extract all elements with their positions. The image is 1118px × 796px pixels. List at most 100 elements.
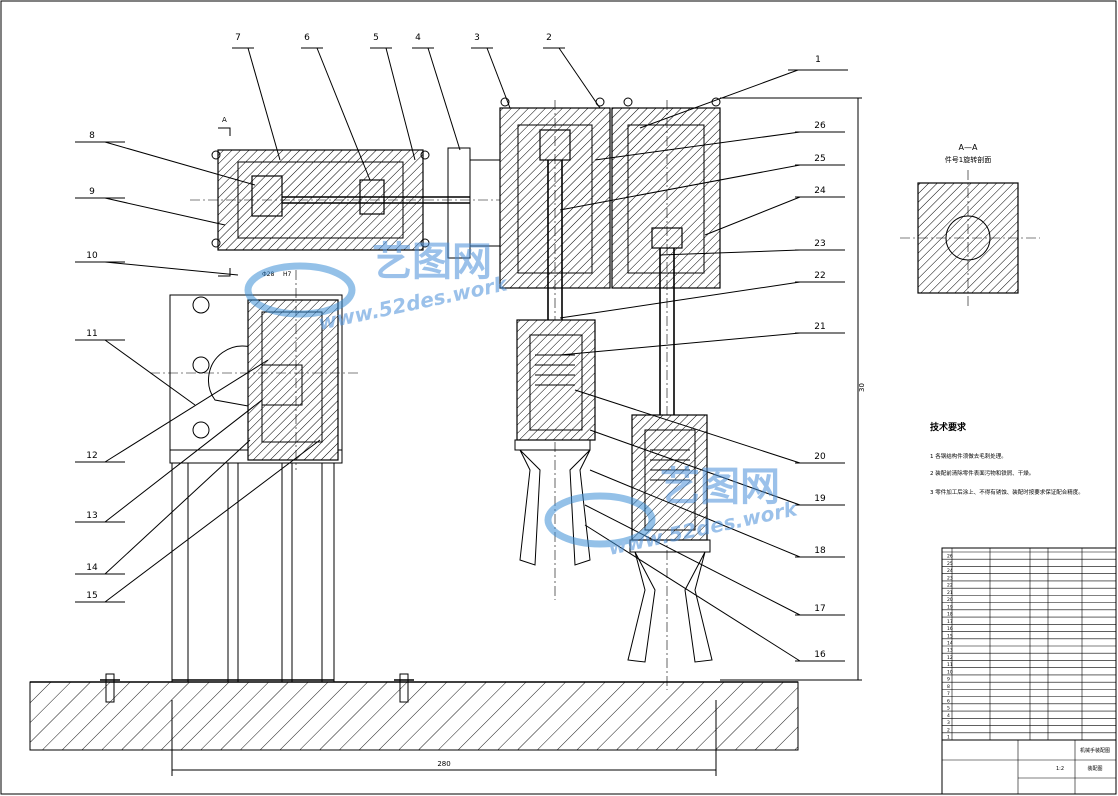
balloon-23: 23 [659, 239, 845, 256]
horizontal-cylinder [190, 147, 510, 259]
balloon-label-26: 26 [814, 121, 826, 131]
balloon-label-11: 11 [86, 329, 97, 339]
fit-h7-a: H7 [283, 271, 292, 278]
balloon-label-16: 16 [814, 650, 826, 660]
balloon-8: 8 [75, 131, 256, 186]
title-block-name: 机械手装配图 [1080, 747, 1110, 754]
title-block-drawing-no: 装配图 [1087, 765, 1102, 772]
bom-row-18: 18 [947, 612, 953, 618]
bom-row-17: 17 [947, 619, 953, 625]
bom-row-25: 25 [947, 561, 953, 567]
section-aa-title: A—A [959, 143, 978, 152]
bom-row-6: 6 [947, 698, 950, 704]
balloon-6: 6 [301, 33, 371, 181]
balloon-label-2: 2 [546, 33, 552, 43]
svg-text:A: A [222, 116, 227, 124]
bom-row-23: 23 [947, 575, 953, 581]
bom-row-4: 4 [947, 713, 950, 719]
balloon-3: 3 [471, 33, 511, 109]
section-aa-view: A—A 件号1旋转剖面 [900, 143, 1040, 306]
balloon-21: 21 [559, 322, 845, 356]
bom-row-8: 8 [947, 684, 950, 690]
bom-row-7: 7 [947, 691, 950, 697]
balloon-13: 13 [75, 399, 263, 523]
bom-row-10: 10 [947, 669, 953, 675]
balloon-14: 14 [75, 439, 251, 575]
balloon-label-23: 23 [814, 239, 825, 249]
balloon-label-14: 14 [86, 563, 98, 573]
balloon-7: 7 [232, 33, 281, 161]
section-aa-subtitle: 件号1旋转剖面 [945, 155, 991, 164]
tech-req-item-2: 2 装配前清除零件表面污物和铁屑、干燥。 [930, 469, 1034, 477]
bom-row-2: 2 [947, 727, 950, 733]
svg-text:艺图网: 艺图网 [660, 464, 780, 510]
balloon-label-19: 19 [814, 494, 826, 504]
balloon-2: 2 [543, 33, 601, 109]
balloon-label-22: 22 [814, 271, 825, 281]
bom-row-12: 12 [947, 655, 953, 661]
balloon-label-17: 17 [814, 604, 825, 614]
balloon-label-3: 3 [474, 33, 480, 43]
bom-table: 2625242322212019181716151413121110987654… [942, 548, 1116, 741]
bom-row-14: 14 [947, 641, 953, 647]
title-block-scale: 1:2 [1056, 766, 1064, 772]
gripper-right [627, 414, 713, 663]
balloon-11: 11 [75, 329, 196, 406]
width-dimension: 280 [437, 760, 450, 768]
bom-row-9: 9 [947, 677, 950, 683]
balloon-label-9: 9 [89, 187, 95, 197]
bom-row-20: 20 [947, 597, 953, 603]
balloon-5: 5 [370, 33, 416, 161]
balloon-1: 1 [639, 55, 848, 129]
balloon-15: 15 [75, 439, 321, 603]
balloon-9: 9 [75, 187, 226, 226]
svg-text:艺图网: 艺图网 [372, 239, 492, 285]
balloon-18: 18 [589, 469, 845, 558]
balloon-label-21: 21 [814, 322, 825, 332]
balloon-label-8: 8 [89, 131, 95, 141]
section-mark-a: A [218, 116, 231, 277]
height-dimension: 30 [858, 383, 866, 392]
balloon-label-6: 6 [304, 33, 310, 43]
balloon-label-4: 4 [415, 33, 421, 43]
bom-row-22: 22 [947, 583, 953, 589]
balloon-label-5: 5 [373, 33, 379, 43]
bom-row-21: 21 [947, 590, 953, 596]
balloon-17: 17 [584, 504, 845, 616]
bom-row-26: 26 [947, 554, 953, 560]
balloon-25: 25 [559, 154, 845, 211]
title-block: 2625242322212019181716151413121110987654… [941, 547, 1117, 795]
balloon-26: 26 [594, 121, 845, 161]
balloon-16: 16 [584, 524, 845, 662]
gripper-left [514, 319, 596, 566]
bom-row-11: 11 [947, 662, 953, 668]
bom-row-5: 5 [947, 706, 950, 712]
balloon-label-18: 18 [814, 546, 826, 556]
balloon-4: 4 [412, 33, 461, 151]
tech-req-title: 技术要求 [930, 421, 967, 433]
technical-requirements: 技术要求 1 各钢结构件须做去毛刺处理。 2 装配前清除零件表面污物和铁屑、干燥… [930, 421, 1084, 496]
tech-req-item-3: 3 零件加工后涂上、不得有锈蚀、装配时按要求保证配合精度。 [930, 488, 1084, 496]
balloon-label-13: 13 [86, 511, 97, 521]
balloon-label-25: 25 [814, 154, 825, 164]
bom-row-3: 3 [947, 720, 950, 726]
balloon-label-12: 12 [86, 451, 97, 461]
ground-base [29, 673, 799, 751]
balloon-10: 10 [75, 251, 239, 276]
balloon-label-20: 20 [814, 452, 826, 462]
tech-req-item-1: 1 各钢结构件须做去毛刺处理。 [930, 452, 1007, 460]
balloon-19: 19 [589, 429, 845, 506]
balloon-12: 12 [75, 359, 269, 463]
support-column [150, 270, 360, 683]
upper-cylinder-block [499, 97, 721, 690]
bom-row-16: 16 [947, 626, 953, 632]
bom-row-19: 19 [947, 604, 953, 610]
bom-row-13: 13 [947, 648, 953, 654]
balloon-label-10: 10 [86, 251, 98, 261]
balloon-label-1: 1 [815, 55, 821, 65]
balloon-label-24: 24 [814, 186, 826, 196]
balloon-24: 24 [704, 186, 845, 236]
